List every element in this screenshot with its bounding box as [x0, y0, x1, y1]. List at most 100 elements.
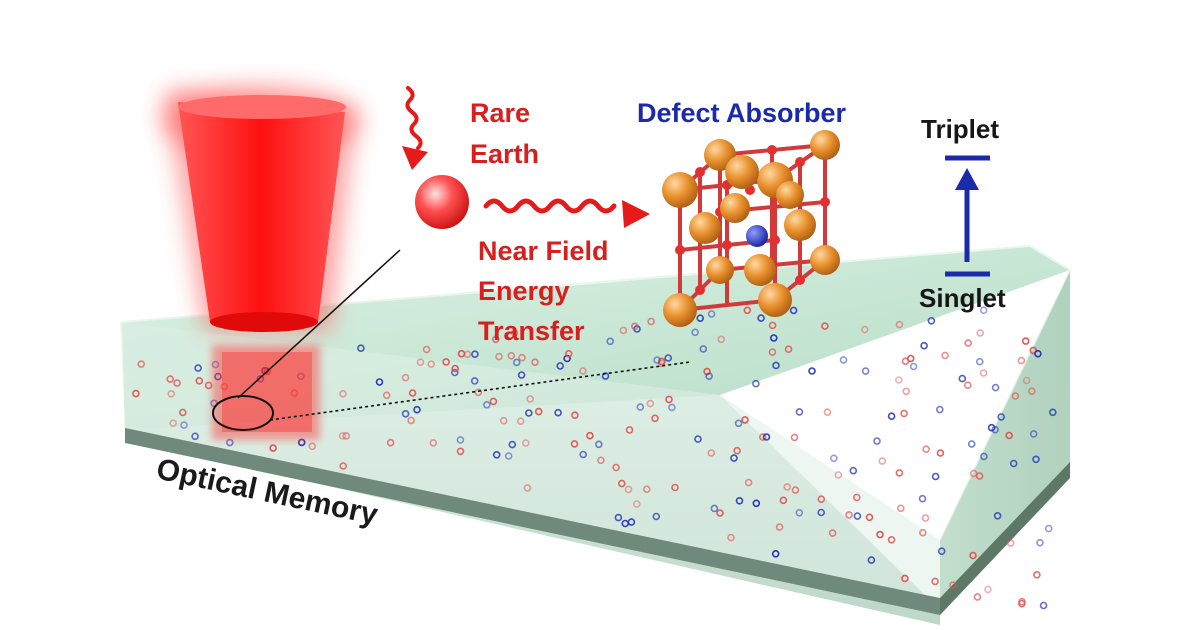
rare-earth-particle: [975, 472, 984, 480]
optical-memory-slab: [120, 244, 1071, 625]
defect-particle: [1034, 349, 1042, 358]
rare-earth-particle: [744, 478, 753, 487]
rare-earth-particle: [338, 432, 347, 440]
defect-particle: [1044, 524, 1053, 533]
energy-transfer-icon: [483, 198, 650, 228]
rare-earth-particle: [617, 479, 626, 488]
defect-particle: [730, 454, 738, 462]
defect-particle: [993, 511, 1002, 520]
rare-earth-particle: [895, 469, 904, 477]
lattice-atom: [776, 181, 804, 209]
rare-earth-particle: [1033, 570, 1041, 579]
rare-earth-particle: [665, 395, 673, 404]
rare-earth-particle: [922, 445, 930, 454]
defect-particle: [762, 433, 771, 441]
rare-earth-particle: [1028, 387, 1036, 396]
defect-particle: [975, 357, 984, 366]
defect-particle: [606, 337, 615, 346]
defect-particle: [772, 361, 780, 370]
rare-earth-particle: [768, 348, 777, 356]
defect-particle: [471, 350, 479, 359]
rare-earth-particle: [619, 326, 628, 335]
rare-earth-particle: [442, 358, 450, 366]
slab-side-face: [940, 270, 1070, 612]
rare-earth-label-line1: Rare: [470, 98, 530, 128]
rare-earth-particle: [499, 416, 508, 425]
rare-earth-particle: [407, 416, 415, 425]
rare-earth-particle: [408, 389, 417, 397]
rare-earth-particle: [474, 388, 483, 397]
rare-earth-particle: [1011, 392, 1020, 400]
defect-particle: [191, 432, 199, 441]
rare-earth-particle: [169, 419, 177, 428]
lattice-node: [767, 145, 777, 155]
rare-earth-particle: [416, 358, 425, 367]
rare-earth-particle: [1022, 376, 1031, 385]
rare-earth-particle: [339, 462, 348, 470]
defect-particle: [839, 356, 848, 364]
rare-earth-particle: [878, 457, 887, 465]
rare-earth-particle: [167, 389, 175, 398]
defect-particle: [483, 400, 491, 409]
defect-particle: [504, 452, 513, 460]
defect-particle: [517, 371, 526, 379]
incoming-photon-icon: [402, 86, 428, 170]
rare-earth-particle: [646, 399, 655, 408]
defect-particle: [450, 368, 459, 377]
focus-circle: [212, 395, 274, 431]
lattice-node: [820, 197, 830, 207]
defect-particle: [873, 437, 881, 445]
defect-particle: [653, 356, 661, 364]
rare-earth-particle: [451, 364, 460, 373]
defect-particle: [194, 364, 202, 372]
defect-particle: [867, 556, 876, 564]
rare-earth-particle: [768, 321, 777, 330]
focus-zoom-lines: [212, 249, 691, 431]
defect-particle: [627, 518, 636, 526]
rare-earth-particle: [166, 375, 174, 383]
laser-beam-icon: [160, 85, 360, 440]
rare-earth-particle: [791, 486, 800, 494]
rare-earth-particle: [204, 381, 213, 390]
rare-earth-particle: [984, 585, 992, 594]
rare-earth-particle: [624, 485, 633, 494]
rare-earth-particle: [1017, 356, 1026, 365]
lattice-node: [675, 245, 685, 255]
defect-particle: [696, 314, 705, 323]
rare-earth-particle: [427, 360, 436, 368]
lattice-atom: [784, 209, 816, 241]
rare-earth-particle: [625, 426, 634, 434]
defect-particle: [524, 409, 533, 417]
rare-earth-particle: [865, 513, 874, 522]
rare-earth-particle: [564, 349, 573, 358]
rare-earth-particle: [671, 483, 679, 492]
defect-particle: [579, 450, 588, 459]
defect-particle: [853, 512, 862, 520]
lattice-atom: [810, 130, 840, 160]
rare-earth-ion-icon: [415, 175, 469, 229]
rare-earth-particle: [342, 432, 351, 440]
defect-particle: [699, 345, 708, 353]
lattice-atom: [663, 293, 697, 327]
defect-particle: [636, 403, 645, 411]
rare-earth-particle: [979, 369, 988, 377]
rare-earth-particle: [422, 345, 431, 354]
rare-earth-particle: [456, 447, 465, 456]
rare-earth-particle: [518, 353, 526, 362]
rare-earth-particle: [895, 320, 904, 329]
lattice-node: [722, 240, 732, 250]
rare-earth-particle: [491, 335, 500, 344]
rare-earth-particle: [775, 523, 784, 531]
defect-particle: [734, 419, 743, 428]
rare-earth-particle: [510, 329, 519, 337]
rare-earth-particle: [630, 322, 639, 331]
defect-particle: [456, 436, 465, 444]
defect-particle: [1029, 430, 1038, 438]
rare-earth-particle: [632, 500, 641, 508]
lattice-atom: [662, 172, 698, 208]
rare-earth-particle: [949, 581, 957, 590]
rare-earth-label-line2: Earth: [470, 139, 539, 169]
lattice-node: [795, 275, 805, 285]
rare-earth-particle: [507, 351, 516, 360]
rare-earth-particle: [901, 574, 909, 583]
